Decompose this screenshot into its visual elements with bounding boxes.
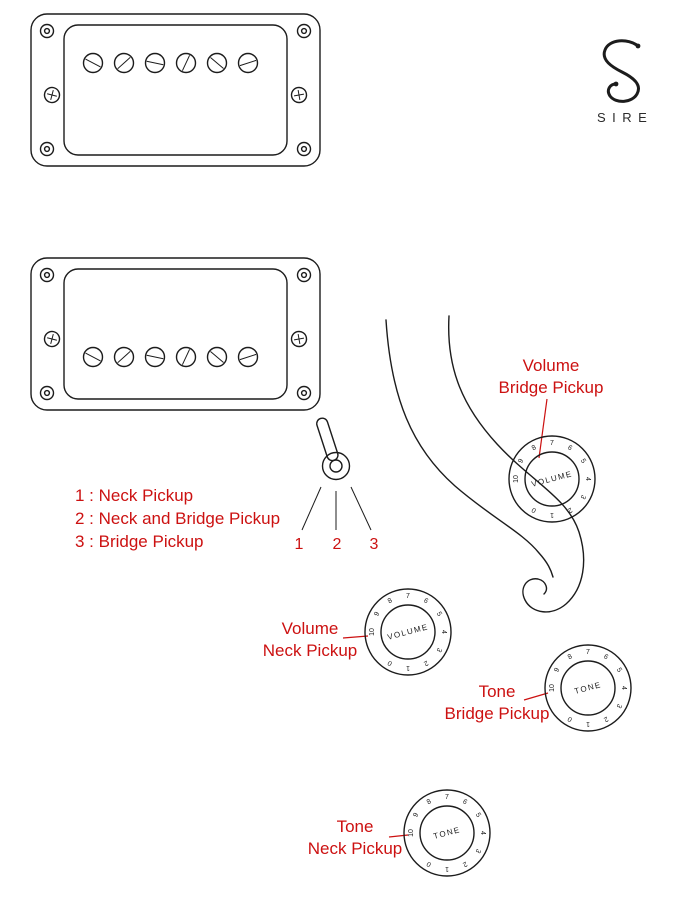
- knob-scale-number: 0: [567, 715, 574, 723]
- knob-scale-number: 4: [479, 831, 486, 835]
- logo-wordmark: SIRE: [597, 110, 654, 125]
- selector-legend: 1 : Neck Pickup 2 : Neck and Bridge Pick…: [75, 484, 280, 553]
- knob-scale-number: 7: [550, 440, 554, 447]
- caption-leader-lines: [342, 398, 549, 838]
- knob-scale-number: 9: [517, 458, 525, 465]
- knob-scale-number: 5: [579, 458, 587, 465]
- knob-scale-number: 8: [426, 798, 433, 806]
- knob-scale-number: 7: [406, 593, 410, 600]
- knob-center-label: TONE: [432, 825, 461, 841]
- caption-line: Bridge Pickup: [444, 704, 550, 723]
- neck-pickup-drawing: [30, 13, 321, 167]
- knob-scale-number: 10: [513, 475, 520, 483]
- knob-scale-number: 6: [566, 444, 573, 452]
- knob-scale-number: 0: [387, 659, 394, 667]
- legend-item-2: 2 : Neck and Bridge Pickup: [75, 509, 281, 528]
- knob-scale-number: 6: [602, 653, 609, 661]
- switch-position-3-label: 3: [369, 536, 379, 553]
- legend-item-3: 3 : Bridge Pickup: [75, 532, 204, 551]
- caption-line: Bridge Pickup: [498, 378, 604, 397]
- caption-line: Volume: [281, 619, 339, 638]
- pickguard-outline: [385, 315, 585, 613]
- volume-bridge-knob: 0 1 23 4 56 7 89 10 VOLUME: [508, 435, 596, 523]
- knob-scale-number: 1: [586, 720, 590, 727]
- knob-scale-number: 0: [531, 506, 538, 514]
- knob-scale-number: 0: [426, 860, 433, 868]
- knob-scale-number: 7: [445, 794, 449, 801]
- knob-scale-number: 9: [553, 667, 561, 674]
- knob-scale-number: 7: [586, 649, 590, 656]
- knob-scale-number: 1: [406, 664, 410, 671]
- switch-position-2-label: 2: [332, 536, 342, 553]
- knob-scale-number: 8: [567, 653, 574, 661]
- knob-scale-number: 2: [422, 659, 429, 667]
- knob-scale-number: 6: [422, 597, 429, 605]
- bridge-pickup-drawing: [30, 257, 321, 411]
- knob-scale-number: 10: [369, 628, 376, 636]
- knob-scale-number: 6: [461, 798, 468, 806]
- knob-scale-number: 9: [373, 611, 381, 618]
- knob-scale-number: 4: [440, 630, 447, 634]
- knob-scale-number: 2: [602, 715, 609, 723]
- knob-scale-number: 5: [435, 611, 443, 618]
- tone-bridge-caption: Tone Bridge Pickup: [432, 681, 562, 725]
- caption-line: Volume: [522, 356, 580, 375]
- knob-scale-number: 10: [549, 684, 556, 692]
- knob-scale-number: 8: [387, 597, 394, 605]
- knob-center-label: VOLUME: [386, 622, 429, 642]
- knob-scale-number: 2: [566, 506, 573, 514]
- caption-line: Tone: [478, 682, 516, 701]
- knob-scale-number: 3: [435, 646, 443, 653]
- volume-neck-caption: Volume Neck Pickup: [245, 618, 375, 662]
- knob-center-label: TONE: [573, 680, 602, 696]
- knob-scale-number: 5: [615, 667, 623, 674]
- knob-scale-number: 5: [474, 812, 482, 819]
- volume-bridge-caption: Volume Bridge Pickup: [486, 355, 616, 399]
- knob-scale-number: 10: [408, 829, 415, 837]
- knob-scale-number: 3: [474, 847, 482, 854]
- knob-center-label: VOLUME: [530, 469, 573, 489]
- knob-scale-number: 9: [412, 812, 420, 819]
- tone-neck-caption: Tone Neck Pickup: [290, 816, 420, 860]
- knob-scale-number: 2: [461, 860, 468, 868]
- knob-scale-number: 4: [620, 686, 627, 690]
- knob-scale-number: 8: [531, 444, 538, 452]
- knob-scale-number: 1: [445, 865, 449, 872]
- pickup-selector-switch-drawing: [316, 417, 351, 481]
- switch-position-1-label: 1: [294, 536, 304, 553]
- legend-item-1: 1 : Neck Pickup: [75, 486, 194, 505]
- knob-scale-number: 1: [550, 511, 554, 518]
- switch-position-pointer-lines: [301, 486, 372, 531]
- volume-neck-knob: 0 1 23 4 56 7 89 10 VOLUME: [364, 588, 452, 676]
- knob-scale-number: 3: [615, 702, 623, 709]
- caption-line: Neck Pickup: [262, 641, 358, 660]
- sire-logo-mark: [602, 39, 641, 103]
- knob-scale-number: 3: [579, 493, 587, 500]
- caption-line: Tone: [336, 817, 374, 836]
- knob-scale-number: 4: [584, 477, 591, 481]
- caption-line: Neck Pickup: [307, 839, 403, 858]
